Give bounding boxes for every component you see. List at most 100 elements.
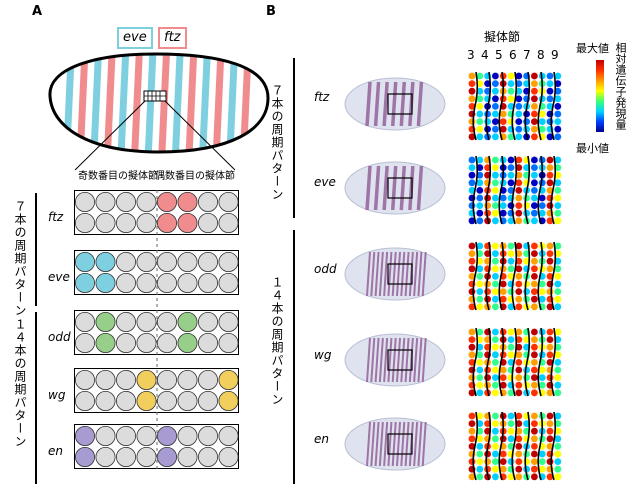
- segment-number-9: 9: [551, 48, 559, 62]
- cell: [136, 312, 157, 333]
- row-label-en: en: [48, 444, 63, 458]
- cell: [116, 446, 137, 467]
- ftz-stripe: [76, 54, 89, 152]
- cell: [198, 191, 219, 213]
- cell: [136, 273, 157, 294]
- legend-eve: eve: [117, 27, 153, 49]
- cell-grids: [74, 190, 239, 470]
- cell: [116, 425, 137, 446]
- segment-number-7: 7: [523, 48, 531, 62]
- segment-number-3: 3: [467, 48, 475, 62]
- cell: [177, 390, 198, 411]
- b-group14-bracket: [293, 230, 295, 484]
- heatmap-odd: [468, 241, 562, 311]
- cell: [198, 312, 219, 333]
- cell: [218, 425, 239, 446]
- cell: [177, 252, 198, 273]
- cell: [95, 191, 116, 213]
- ftz-stripe: [131, 54, 143, 152]
- cell: [74, 312, 96, 333]
- cell: [95, 390, 116, 411]
- ftz-stripe: [212, 54, 225, 152]
- cell: [136, 446, 157, 467]
- cell: [157, 252, 178, 273]
- eve-stripe: [199, 54, 211, 152]
- row-label-wg: wg: [48, 388, 66, 402]
- cell: [157, 390, 178, 411]
- b-group7-label: ７本の周期パターン: [270, 84, 284, 201]
- magnified-region-grid: [144, 91, 166, 101]
- cell: [136, 252, 157, 273]
- eve-stripe: [171, 54, 184, 152]
- group7-bracket: [35, 193, 37, 306]
- ftz-stripe: [185, 54, 198, 152]
- segment-title: 擬体節: [484, 30, 521, 44]
- expressing-cell: [95, 252, 116, 273]
- cell: [95, 425, 116, 446]
- colorbar-title: 相対遺伝子発現量: [614, 42, 627, 130]
- embryo-image-wg: [344, 333, 446, 387]
- cell: [116, 390, 137, 411]
- cell: [116, 212, 137, 234]
- expressing-cell: [74, 446, 96, 467]
- b-label-ftz: ftz: [314, 90, 330, 104]
- cell: [198, 425, 219, 446]
- expressing-cell: [95, 332, 116, 353]
- cell: [157, 273, 178, 294]
- cell: [198, 369, 219, 390]
- embryo-stripes-diagram: [48, 52, 270, 154]
- expressing-cell: [157, 425, 178, 446]
- row-label-odd: odd: [48, 330, 71, 344]
- expressing-cell: [218, 390, 239, 411]
- embryo-image-eve: [344, 161, 446, 215]
- cell: [218, 191, 239, 213]
- cell: [177, 369, 198, 390]
- cell: [157, 312, 178, 333]
- cell: [177, 446, 198, 467]
- cell: [177, 273, 198, 294]
- heatmap-wg: [468, 327, 562, 397]
- header-even-segment: 偶数番目の擬体節: [155, 171, 235, 182]
- legend-ftz: ftz: [158, 27, 187, 49]
- expressing-cell: [177, 212, 198, 234]
- cell: [74, 191, 96, 213]
- cell: [218, 212, 239, 234]
- b-group14-label: １４本の周期パターン: [270, 276, 284, 406]
- cell: [136, 332, 157, 353]
- eve-stripe: [90, 54, 103, 152]
- b-group7-bracket: [293, 58, 295, 218]
- embryo-image-ftz: [344, 77, 446, 131]
- expressing-cell: [157, 212, 178, 234]
- cell: [136, 212, 157, 234]
- heatmap-ftz: [468, 71, 562, 141]
- expressing-cell: [74, 273, 96, 294]
- b-label-wg: wg: [314, 348, 332, 362]
- b-label-en: en: [314, 432, 329, 446]
- panel-a-letter: A: [32, 4, 43, 19]
- cell: [136, 191, 157, 213]
- expressing-cell: [95, 312, 116, 333]
- cell: [116, 312, 137, 333]
- cell-grid-eve: [74, 250, 239, 295]
- colorbar-min-label: 最小値: [576, 142, 609, 155]
- cell: [218, 252, 239, 273]
- expressing-cell: [95, 273, 116, 294]
- cell: [218, 446, 239, 467]
- header-odd-segment: 奇数番目の擬体節: [78, 171, 158, 182]
- panel-b-letter: B: [266, 4, 276, 19]
- expressing-cell: [218, 369, 239, 390]
- expressing-cell: [177, 332, 198, 353]
- cell: [74, 212, 96, 234]
- expressing-cell: [157, 191, 178, 213]
- cell: [157, 332, 178, 353]
- expressing-cell: [177, 191, 198, 213]
- cell: [157, 369, 178, 390]
- cell: [74, 332, 96, 353]
- cell: [198, 446, 219, 467]
- eve-stripe: [144, 54, 157, 152]
- row-label-eve: eve: [48, 270, 70, 284]
- expressing-cell: [136, 369, 157, 390]
- segment-number-5: 5: [495, 48, 503, 62]
- colorbar: [596, 60, 604, 132]
